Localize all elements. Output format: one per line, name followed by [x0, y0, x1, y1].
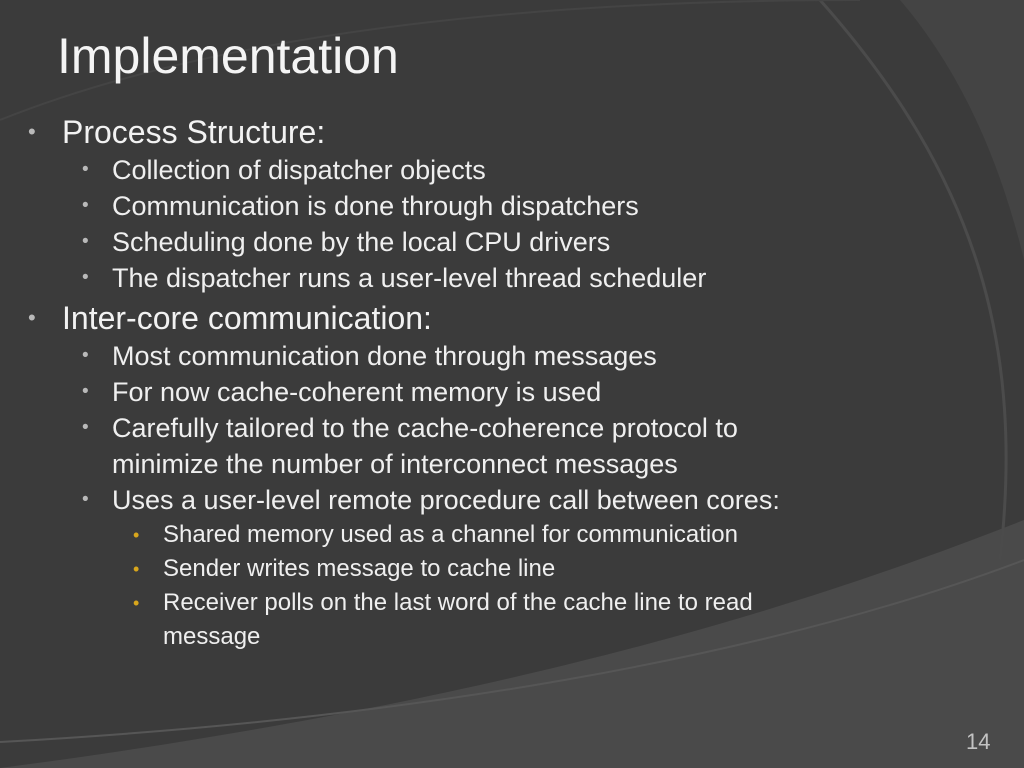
sub-sub-bullet-text-continuation: message [163, 623, 261, 650]
bullet-dot-icon: • [82, 159, 89, 180]
bullet-dot-icon: • [28, 305, 36, 330]
arc-edge-top [0, 0, 861, 121]
sub-bullet-rpc: • Uses a user-level remote procedure cal… [0, 482, 1000, 518]
sub-bullet-text: Scheduling done by the local CPU drivers [112, 227, 611, 257]
sub-bullet-scheduling: • Scheduling done by the local CPU drive… [0, 224, 1000, 260]
sub-bullet-carefully-tailored-continued: minimize the number of interconnect mess… [0, 446, 1000, 482]
bullet-process-structure: • Process Structure: [0, 112, 1000, 152]
sub-bullet-text: Uses a user-level remote procedure call … [112, 485, 780, 515]
sub-sub-bullet-receiver-polls: • Receiver polls on the last word of the… [0, 586, 1000, 620]
sub-bullet-dispatcher-runs: • The dispatcher runs a user-level threa… [0, 260, 1000, 296]
page-number: 14 [966, 729, 991, 754]
bullet-dot-gold-icon: • [133, 525, 140, 545]
arc-light-band [0, 520, 1024, 768]
bullet-text: Inter-core communication: [62, 300, 432, 336]
bullet-text: Process Structure: [62, 114, 326, 150]
sub-bullet-collection: • Collection of dispatcher objects [0, 152, 1000, 188]
bullet-inter-core: • Inter-core communication: [0, 298, 1000, 338]
sub-bullet-cache-coherent: • For now cache-coherent memory is used [0, 374, 1000, 410]
bullet-dot-icon: • [82, 345, 89, 366]
sub-bullet-text: For now cache-coherent memory is used [112, 377, 602, 407]
arc-edge-bottom [0, 559, 1024, 743]
sub-bullet-text: Collection of dispatcher objects [112, 155, 486, 185]
sub-bullet-communication: • Communication is done through dispatch… [0, 188, 1000, 224]
bullet-list: • Process Structure: • Collection of dis… [0, 112, 1000, 654]
bullet-dot-icon: • [82, 489, 89, 510]
bullet-dot-icon: • [28, 119, 36, 144]
sub-bullet-text: Communication is done through dispatcher… [112, 191, 639, 221]
sub-bullet-text: The dispatcher runs a user-level thread … [112, 263, 707, 293]
sub-sub-bullet-receiver-polls-continued: message [0, 620, 1000, 654]
sub-bullet-most-communication: • Most communication done through messag… [0, 338, 1000, 374]
sub-sub-bullet-text: Receiver polls on the last word of the c… [163, 589, 753, 616]
bullet-dot-icon: • [82, 267, 89, 288]
bullet-dot-icon: • [82, 381, 89, 402]
bullet-dot-icon: • [82, 195, 89, 216]
bullet-dot-gold-icon: • [133, 559, 140, 579]
sub-sub-bullet-shared-memory: • Shared memory used as a channel for co… [0, 518, 1000, 552]
sub-sub-bullet-text: Sender writes message to cache line [163, 555, 556, 582]
sub-bullet-carefully-tailored: • Carefully tailored to the cache-cohere… [0, 410, 1000, 446]
bullet-dot-icon: • [82, 231, 89, 252]
slide-title: Implementation [57, 28, 399, 84]
sub-sub-bullet-text: Shared memory used as a channel for comm… [163, 521, 738, 548]
sub-bullet-text-continuation: minimize the number of interconnect mess… [112, 449, 678, 479]
bullet-dot-icon: • [82, 417, 89, 438]
sub-bullet-text: Most communication done through messages [112, 341, 657, 371]
sub-sub-bullet-sender-writes: • Sender writes message to cache line [0, 552, 1000, 586]
sub-bullet-text: Carefully tailored to the cache-coherenc… [112, 413, 738, 443]
arc-edge-right [818, 0, 1008, 561]
arc-corner-right [900, 0, 1024, 260]
bullet-dot-gold-icon: • [133, 593, 140, 613]
